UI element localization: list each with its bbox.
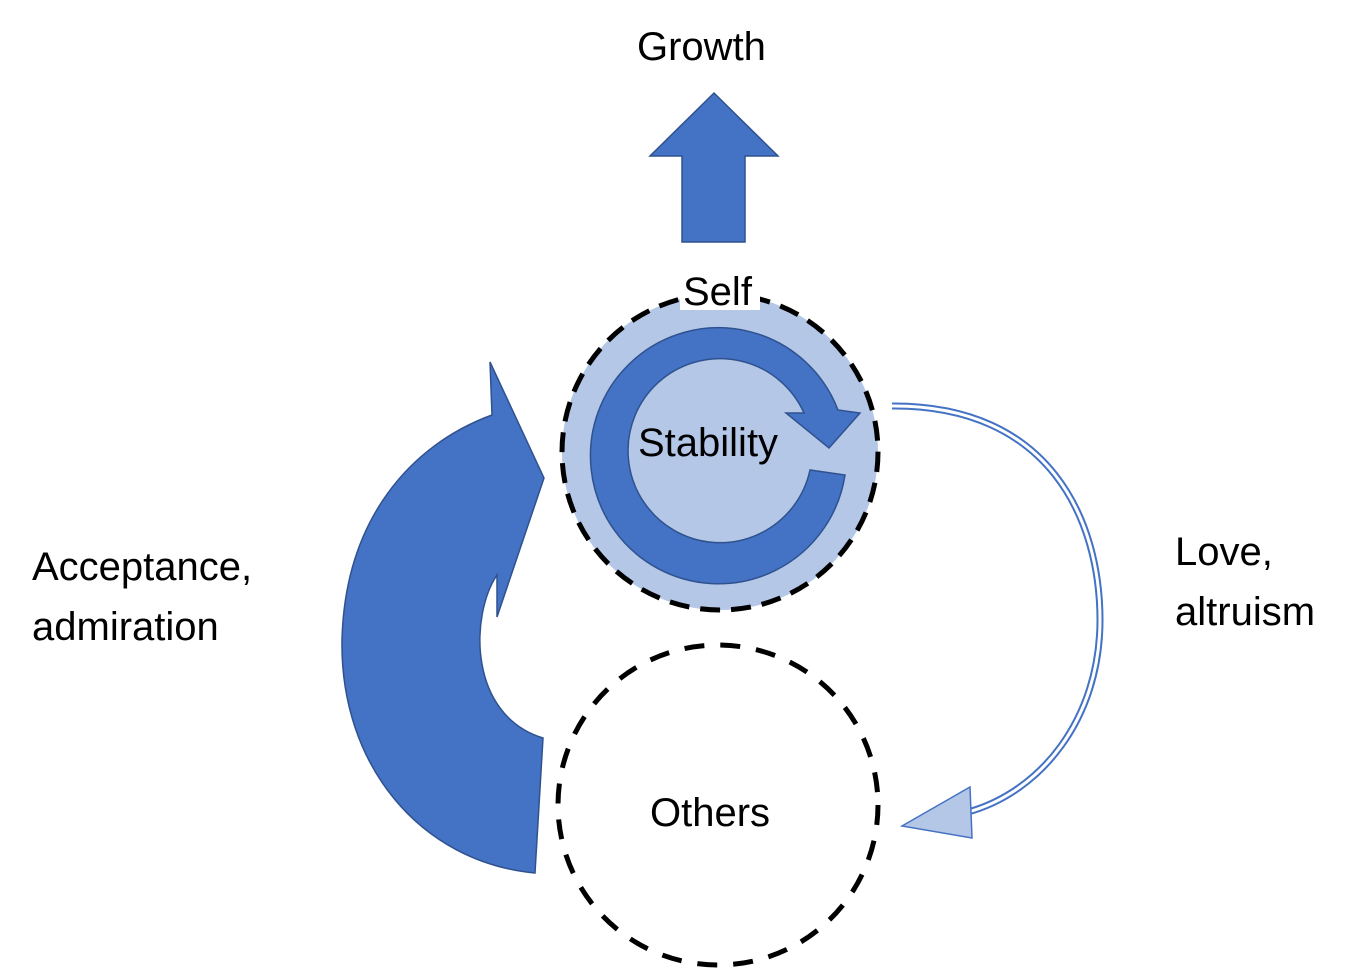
love-arrow-head	[899, 785, 973, 839]
stability-label: Stability	[638, 421, 779, 465]
others-circle	[555, 642, 881, 968]
acceptance-arrow	[341, 361, 545, 874]
growth-arrow	[648, 91, 780, 243]
love-arrow-shaft-inner	[891, 404, 1102, 814]
love-arrow-shaft	[891, 402, 1104, 816]
love-label-line1: Love,	[1175, 530, 1273, 574]
love-label-line2: altruism	[1175, 590, 1316, 634]
growth-label: Growth	[637, 25, 766, 69]
acceptance-label-line2: admiration	[32, 605, 219, 649]
others-label: Others	[650, 791, 771, 835]
self-label: Self	[683, 270, 752, 314]
stability-circular-arrow	[589, 327, 862, 585]
acceptance-label-line1: Acceptance,	[32, 545, 253, 589]
self-label-bg	[680, 272, 760, 310]
